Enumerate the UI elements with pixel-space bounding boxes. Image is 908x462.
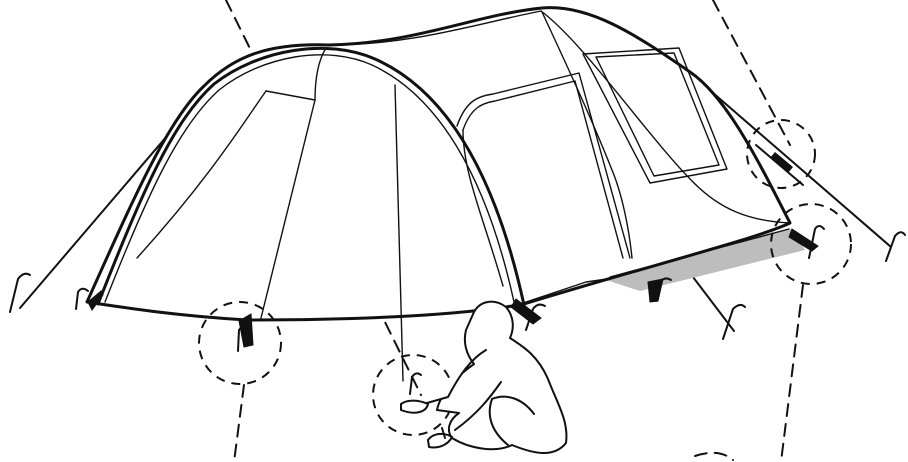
leader-bottom-left [234,385,244,462]
hammer-head [428,434,452,448]
person-hand [401,401,428,413]
right-ground-peg [886,232,905,261]
person-pitching-stake [401,302,566,453]
left-ground-peg [10,274,30,312]
left-tent-peg-hook [76,289,88,309]
tent-body [87,8,790,381]
adjuster-block [770,152,793,173]
leader-bottom-right-hook [695,453,733,460]
leader-bottom-right [781,285,803,462]
